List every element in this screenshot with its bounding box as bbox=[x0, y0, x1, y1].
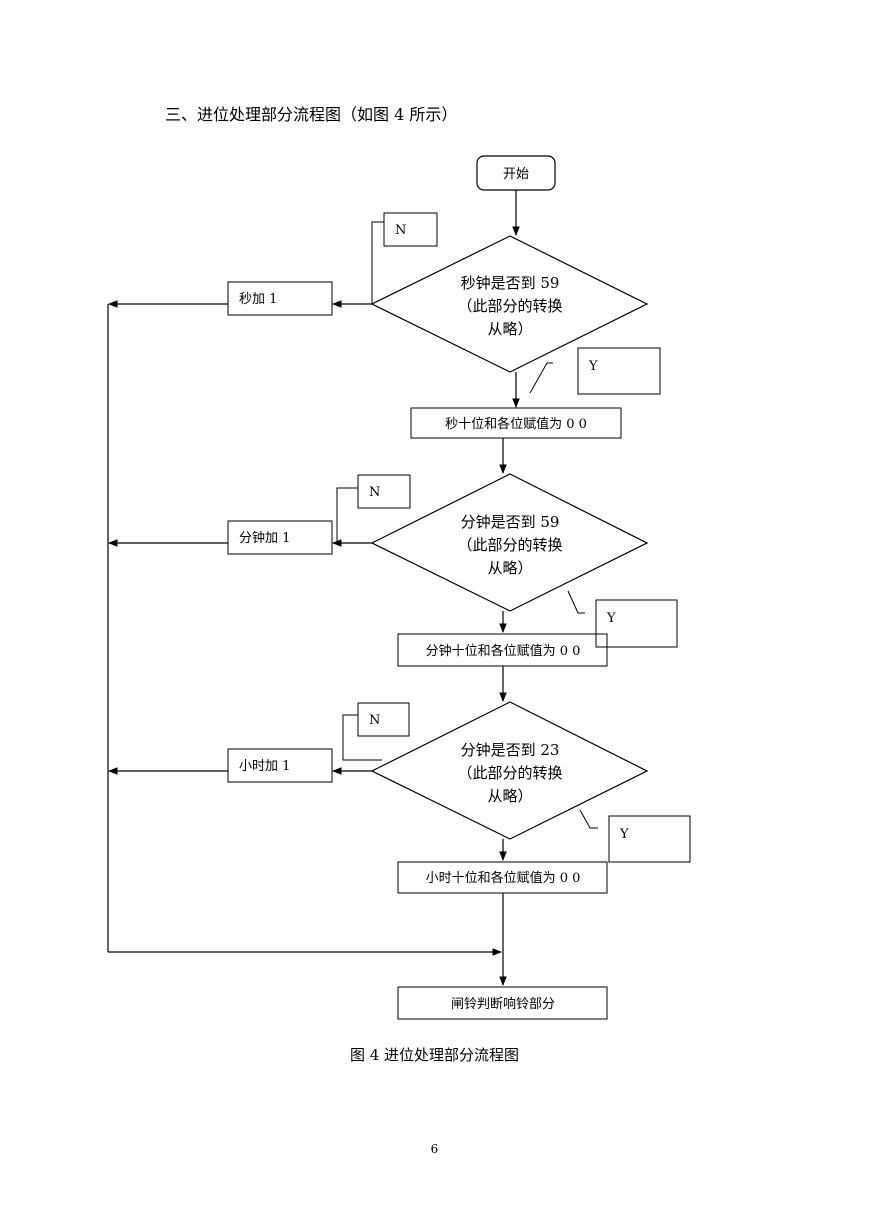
figure-caption: 图 4 进位处理部分流程图 bbox=[349, 1046, 520, 1064]
decision-1-label-line1: 秒钟是否到 59 bbox=[461, 274, 560, 292]
reset-1-label: 秒十位和各位赋值为 0 0 bbox=[445, 416, 587, 432]
decision-3-label-line2: （此部分的转换 bbox=[457, 764, 562, 782]
decision-2-yes-callout bbox=[567, 590, 585, 614]
decision-1-label-line2: （此部分的转换 bbox=[457, 297, 562, 315]
decision-3-yes-label: Y bbox=[619, 827, 629, 842]
decision-1-yes-callout bbox=[529, 362, 553, 394]
increment-1-label: 秒加 1 bbox=[239, 292, 277, 307]
increment-3-box bbox=[227, 748, 333, 783]
decision-1-label-line3: 从略） bbox=[487, 320, 532, 338]
decision-3-no-label: N bbox=[369, 713, 380, 728]
reset-2-label: 分钟十位和各位赋值为 0 0 bbox=[426, 643, 581, 659]
decision-2-label-line3: 从略） bbox=[487, 559, 532, 577]
decision-2-no-label: N bbox=[369, 485, 380, 500]
end-label: 闸铃判断响铃部分 bbox=[451, 996, 555, 1012]
decision-3-yes-label-box bbox=[608, 815, 691, 863]
decision-2-yes-label-box bbox=[595, 599, 678, 648]
decision-2-no-callout bbox=[336, 487, 358, 543]
decision-3-yes-callout bbox=[579, 809, 598, 829]
page-number: 6 bbox=[430, 1142, 439, 1156]
reset-1-box bbox=[410, 407, 622, 439]
section-heading: 三、进位处理部分流程图（如图 4 所示） bbox=[165, 105, 458, 124]
increment-2-label: 分钟加 1 bbox=[239, 530, 290, 546]
decision-1-no-label: N bbox=[395, 223, 406, 238]
decision-1-diamond bbox=[370, 235, 649, 373]
increment-1-box bbox=[227, 281, 333, 316]
decision-1-yes-label: Y bbox=[588, 359, 598, 374]
decision-2-yes-label: Y bbox=[606, 611, 616, 626]
decision-2-diamond bbox=[370, 473, 649, 612]
decision-1-no-callout bbox=[371, 221, 384, 304]
decision-3-no-callout bbox=[342, 714, 382, 761]
decision-3-diamond bbox=[370, 701, 649, 840]
decision-3-label-line3: 从略） bbox=[487, 787, 532, 805]
decision-1-yes-label-box bbox=[577, 347, 661, 395]
increment-3-label: 小时加 1 bbox=[239, 759, 290, 774]
reset-3-label: 小时十位和各位赋值为 0 0 bbox=[426, 870, 581, 886]
increment-2-box bbox=[227, 520, 333, 555]
decision-1-no-label-box bbox=[383, 212, 438, 247]
start-node: 开始 bbox=[476, 155, 556, 191]
decision-2-no-label-box bbox=[357, 474, 411, 509]
end-box bbox=[397, 986, 608, 1020]
start-label: 开始 bbox=[503, 167, 529, 182]
decision-3-label-line1: 分钟是否到 23 bbox=[461, 741, 560, 759]
decision-2-label-line1: 分钟是否到 59 bbox=[461, 513, 560, 531]
decision-3-no-label-box bbox=[357, 702, 410, 737]
decision-2-label-line2: （此部分的转换 bbox=[457, 536, 562, 554]
